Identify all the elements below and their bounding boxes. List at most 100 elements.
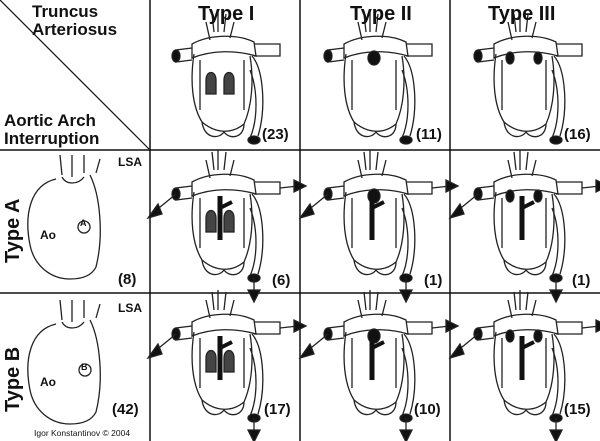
schematic-branch-marker-row-a	[77, 220, 91, 234]
heart-head-vessels-r2c2	[507, 290, 537, 319]
schematic-branch-marker-row-b	[78, 363, 92, 377]
heart-diagram-r1c2	[448, 150, 600, 304]
heart-head-vessels-r1c2	[507, 150, 537, 179]
heart-head-vessels-r0c2	[507, 12, 537, 41]
lsa-label-row-a: LSA	[118, 155, 142, 169]
heart-lobes-r0c1	[353, 121, 397, 138]
heart-descending-r0c1	[401, 55, 416, 139]
heart-inner-r1c2	[501, 198, 547, 248]
heart-head-vessels-r0c1	[357, 12, 387, 41]
heart-descending-r1c2	[551, 193, 566, 277]
branch-label-row-b: B	[81, 362, 88, 372]
heart-right-arrowhead-r1c2	[595, 178, 600, 194]
corner-top-line2: Arteriosus	[32, 20, 118, 39]
heart-body-r1c1	[343, 191, 405, 270]
heart-mark-center-r0c1	[367, 50, 381, 66]
heart-left-arrowhead-r1c1	[298, 202, 315, 220]
count-type-1: (23)	[262, 126, 289, 143]
heart-mark-right-r1c2	[533, 189, 543, 203]
heart-mark-right-r0c2	[533, 51, 543, 65]
heart-bottom-arrowhead-r2c1	[398, 429, 414, 441]
heart-body-r2c2	[493, 331, 555, 410]
heart-left-stump-r0c1	[323, 49, 333, 63]
heart-diagram-r0c2	[473, 12, 583, 145]
heart-inner-r0c1	[351, 60, 397, 110]
corner-bottom-line2: Interruption	[4, 129, 100, 148]
heart-right-arrowhead-r2c1	[445, 318, 460, 334]
heart-mark-right-r1c0	[223, 209, 235, 233]
ao-label-row-b: Ao	[40, 375, 56, 389]
count-b-type-1: (17)	[264, 401, 291, 418]
heart-lobes-r2c2	[503, 399, 547, 416]
heart-diagram-r0c1	[323, 12, 433, 145]
heart-body-r0c1	[343, 53, 405, 132]
schematic-head-vessels-row-b	[59, 299, 85, 322]
heart-lobes-r0c2	[503, 121, 547, 138]
heart-descending-r2c1	[401, 333, 416, 417]
heart-right-branch-r1c1	[406, 181, 433, 195]
heart-inner-r1c0	[199, 198, 245, 248]
heart-mark-left-r2c0	[205, 349, 217, 373]
row-header-type-a: Type A	[2, 198, 24, 263]
heart-right-arrowhead-r1c1	[445, 178, 460, 194]
count-a-type-2: (1)	[424, 272, 443, 289]
schematic-lsa-row-a	[95, 158, 101, 174]
heart-descending-r1c0	[249, 193, 264, 277]
heart-lobes-r2c1	[353, 399, 397, 416]
heart-descending-r1c1	[401, 193, 416, 277]
heart-mark-right-r2c2	[533, 329, 543, 343]
heart-right-branch-r0c1	[406, 43, 433, 57]
heart-mark-right-r0c0	[223, 71, 235, 95]
heart-arch-r1c2	[493, 173, 559, 197]
schematic-arch-row-b	[61, 321, 85, 329]
heart-trunk-branch-r2c1	[371, 340, 385, 350]
heart-descending-r2c2	[551, 333, 566, 417]
heart-lobes-r1c1	[353, 259, 397, 276]
heart-bottom-arrowhead-r1c1	[398, 289, 414, 304]
heart-desc-stump-r0c0	[247, 135, 261, 145]
heart-body-r0c0	[191, 53, 253, 132]
heart-right-branch-r1c0	[254, 181, 281, 195]
heart-right-branch-r0c0	[254, 43, 281, 57]
heart-lobes-r1c0	[201, 259, 245, 276]
heart-bottom-arrowhead-r2c0	[246, 429, 262, 441]
schematic-ascending-row-b	[27, 323, 71, 425]
count-type-2: (11)	[416, 126, 442, 143]
heart-left-arrowhead-r2c0	[146, 342, 163, 360]
count-a-type-3: (1)	[572, 272, 591, 289]
heart-descending-r2c0	[249, 333, 264, 417]
arch-schematic-row-b	[27, 299, 101, 425]
heart-inner-r2c0	[199, 338, 245, 388]
heart-inner-r0c0	[199, 60, 245, 110]
heart-inner-r2c1	[351, 338, 397, 388]
heart-head-vessels-r1c1	[357, 150, 387, 179]
heart-right-branch-r2c2	[556, 321, 583, 335]
heart-trunk-branch-r1c2	[521, 200, 535, 210]
heart-trunk-branch-r2c0	[219, 340, 233, 350]
heart-mark-left-r0c2	[505, 51, 515, 65]
schematic-lsa-row-b	[95, 303, 101, 319]
heart-bottom-arrowhead-r2c2	[548, 429, 564, 441]
count-a-type-1: (6)	[272, 272, 291, 289]
arch-schematic-row-a	[27, 154, 101, 280]
heart-arch-r1c0	[191, 173, 257, 197]
schematic-descending-row-b	[69, 319, 101, 425]
heart-head-vessels-r2c1	[357, 290, 387, 319]
heart-mark-left-r2c2	[505, 329, 515, 343]
heart-trunk-branch-r1c0	[219, 200, 233, 210]
ao-label-row-a: Ao	[40, 228, 56, 242]
heart-diagram-r2c1	[298, 290, 460, 441]
heart-descending-r0c2	[551, 55, 566, 139]
heart-arch-r2c0	[191, 313, 257, 337]
heart-inner-r2c2	[501, 338, 547, 388]
corner-bottom-line1: Aortic Arch	[4, 111, 96, 130]
heart-body-r2c1	[343, 331, 405, 410]
schematic-count-row-b: (42)	[112, 401, 139, 418]
heart-diagram-r2c0	[146, 290, 308, 441]
schematic-count-row-a: (8)	[118, 271, 137, 288]
heart-lobes-r1c2	[503, 259, 547, 276]
heart-inner-r1c1	[351, 198, 397, 248]
heart-lobes-r2c0	[201, 399, 245, 416]
